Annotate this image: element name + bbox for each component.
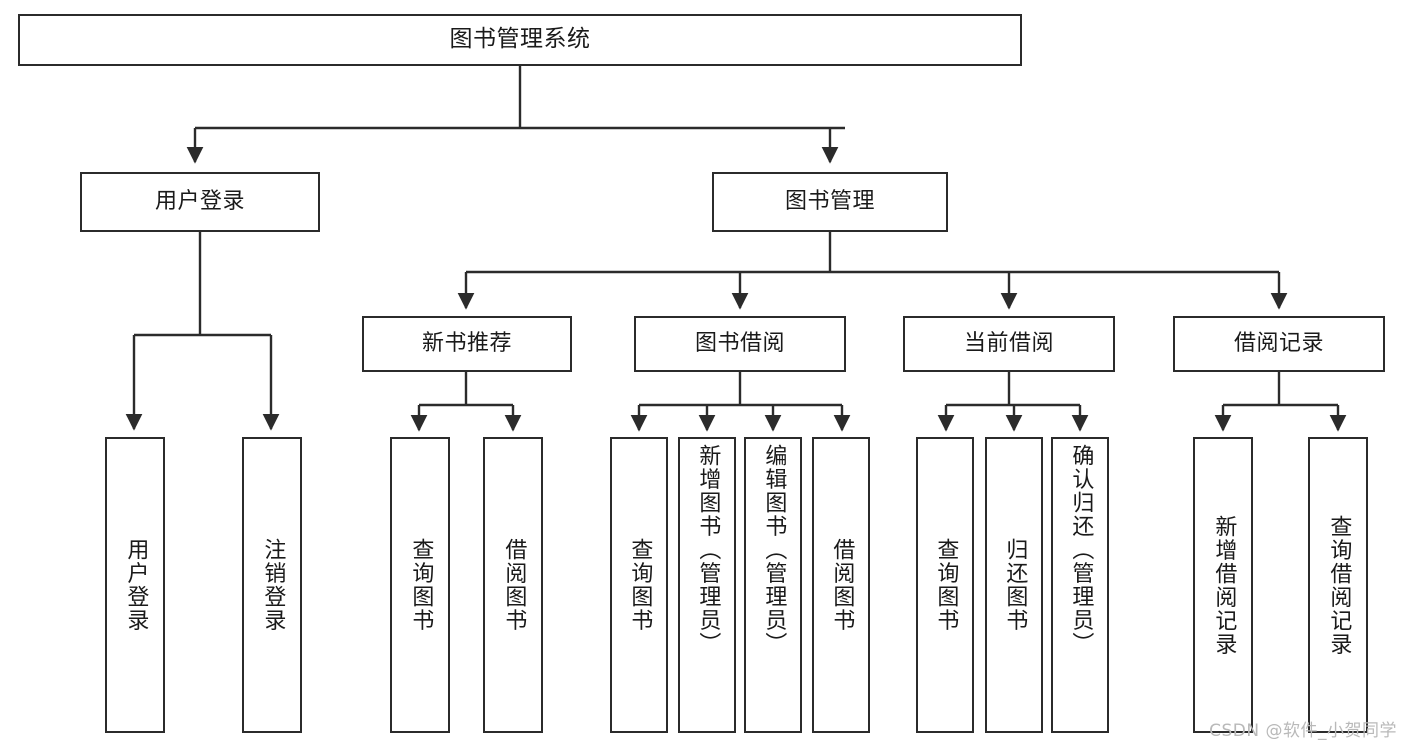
leaf-borrow-book[interactable]: 借阅图书 bbox=[812, 437, 870, 733]
leaf-label: 查询图书 bbox=[627, 538, 653, 632]
leaf-label: 新增图书（管理员） bbox=[695, 444, 721, 656]
node-book-borrow[interactable]: 图书借阅 bbox=[634, 316, 846, 372]
leaf-confirm-return-admin[interactable]: 确认归还（管理员） bbox=[1051, 437, 1109, 733]
leaf-label: 查询图书 bbox=[933, 538, 959, 632]
leaf-return-book[interactable]: 归还图书 bbox=[985, 437, 1043, 733]
leaf-label: 新增借阅记录 bbox=[1211, 514, 1237, 656]
leaf-borrow-book-new[interactable]: 借阅图书 bbox=[483, 437, 543, 733]
node-label: 当前借阅 bbox=[963, 331, 1054, 357]
node-label: 图书借阅 bbox=[694, 331, 785, 357]
leaf-label: 归还图书 bbox=[1002, 538, 1028, 632]
leaf-label: 用户登录 bbox=[123, 538, 149, 632]
node-user-login[interactable]: 用户登录 bbox=[80, 172, 320, 232]
node-new-book-recommend[interactable]: 新书推荐 bbox=[362, 316, 572, 372]
leaf-query-book-current[interactable]: 查询图书 bbox=[916, 437, 974, 733]
leaf-label: 查询借阅记录 bbox=[1326, 514, 1352, 656]
leaf-query-borrow-record[interactable]: 查询借阅记录 bbox=[1308, 437, 1368, 733]
node-borrow-record[interactable]: 借阅记录 bbox=[1173, 316, 1385, 372]
leaf-logout[interactable]: 注销登录 bbox=[242, 437, 302, 733]
node-current-borrow[interactable]: 当前借阅 bbox=[903, 316, 1115, 372]
node-label: 图书管理 bbox=[784, 189, 875, 215]
csdn-watermark: CSDN @软件_小贺同学 bbox=[1209, 721, 1397, 741]
leaf-label: 确认归还（管理员） bbox=[1068, 444, 1094, 656]
leaf-query-book-new[interactable]: 查询图书 bbox=[390, 437, 450, 733]
leaf-label: 查询图书 bbox=[408, 538, 434, 632]
leaf-query-book-borrow[interactable]: 查询图书 bbox=[610, 437, 668, 733]
leaf-label: 编辑图书（管理员） bbox=[761, 444, 787, 656]
leaf-label: 注销登录 bbox=[260, 538, 286, 632]
leaf-add-borrow-record[interactable]: 新增借阅记录 bbox=[1193, 437, 1253, 733]
node-book-management[interactable]: 图书管理 bbox=[712, 172, 948, 232]
node-root-system[interactable]: 图书管理系统 bbox=[18, 14, 1022, 66]
leaf-user-login[interactable]: 用户登录 bbox=[105, 437, 165, 733]
leaf-edit-book-admin[interactable]: 编辑图书（管理员） bbox=[744, 437, 802, 733]
leaf-add-book-admin[interactable]: 新增图书（管理员） bbox=[678, 437, 736, 733]
leaf-label: 借阅图书 bbox=[829, 538, 855, 632]
node-label: 借阅记录 bbox=[1233, 331, 1324, 357]
node-label: 新书推荐 bbox=[421, 331, 512, 357]
node-label: 用户登录 bbox=[154, 189, 245, 215]
leaf-label: 借阅图书 bbox=[501, 538, 527, 632]
node-label: 图书管理系统 bbox=[449, 26, 591, 53]
